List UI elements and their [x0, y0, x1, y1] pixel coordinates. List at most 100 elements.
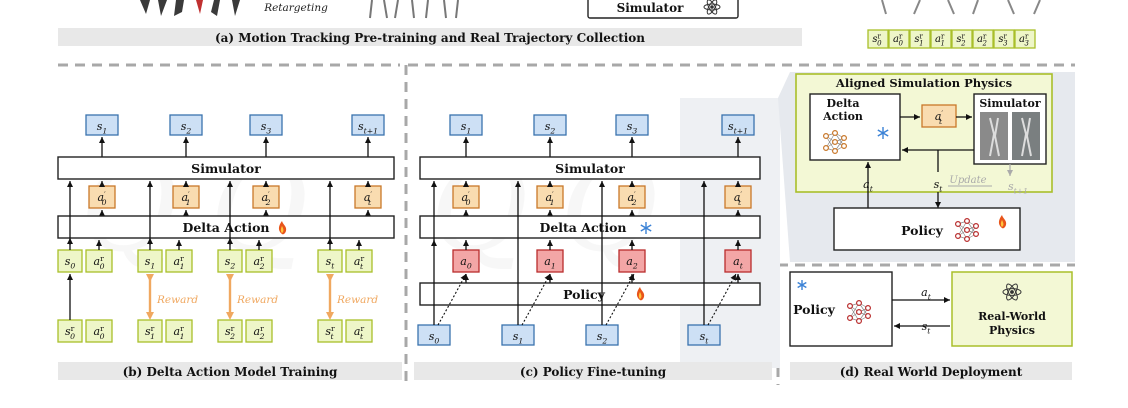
c-state-label-bottom: s2: [597, 330, 608, 345]
reward-label: Reward: [236, 294, 278, 306]
aligned-aprime-label: a′t: [935, 109, 944, 126]
caption-a: (a) Motion Tracking Pre-training and Rea…: [215, 31, 645, 45]
real-world-line1: Real-World: [978, 310, 1046, 323]
aligned-flame-icon: [998, 215, 1007, 229]
aligned-at-label: at: [863, 178, 874, 193]
c-state-to-action-dotted: [521, 273, 551, 326]
state-box-top: [249, 114, 283, 136]
c-state-label-top: s3: [627, 120, 638, 135]
simulator-label-b: Simulator: [191, 161, 261, 176]
deploy-st-label: st: [922, 320, 932, 335]
c-state-label-top: s1: [461, 120, 472, 135]
c-state-to-action-dotted: [707, 273, 737, 326]
delta-action-label-b: Delta Action: [182, 220, 269, 235]
real-world-atom-icon: [1002, 283, 1022, 301]
real-state-box: [317, 319, 343, 343]
sim-state-label: st: [326, 255, 336, 270]
caption-c-bar: [414, 362, 772, 380]
retargeting-label: Retargeting: [263, 2, 328, 14]
aligned-snext-label: st+1: [1008, 180, 1028, 195]
c-action-prime-label: a′2: [627, 190, 636, 207]
simulator-label-c: Simulator: [555, 161, 625, 176]
aligned-snowflake-icon: [877, 127, 889, 139]
policy-label-c: Policy: [563, 287, 606, 302]
deploy-policy-label: Policy: [793, 302, 836, 317]
delta-action-bar-c: [419, 215, 761, 239]
c-state-label-bottom: st: [700, 330, 710, 345]
caption-d-bar: [790, 362, 1072, 380]
real-pair-action-box: [165, 319, 193, 343]
c-state-box-top: [615, 114, 649, 136]
update-label: Update: [949, 175, 986, 186]
c-state-label-top: st+1: [728, 120, 748, 135]
caption-b-bar: [58, 362, 402, 380]
deploy-at-label: at: [921, 286, 932, 301]
c-action-label: a0: [460, 255, 472, 270]
sim-state-label: s2: [225, 255, 236, 270]
c-state-to-action-dotted: [605, 273, 635, 326]
c-state-label-bottom: s0: [429, 330, 440, 345]
delta-action-bar-b: [57, 215, 395, 239]
real-world-line2: Physics: [989, 324, 1035, 337]
human-figures-image: [140, 0, 240, 16]
action-prime-label: a′2: [261, 190, 270, 207]
deploy-net-icon: [846, 300, 872, 325]
c-state-label-top: s2: [545, 120, 556, 135]
c-state-box-top: [449, 114, 483, 136]
simulator-label-top: Simulator: [617, 1, 685, 15]
caption-d: (d) Real World Deployment: [840, 365, 1023, 379]
real-token-box: [972, 29, 994, 49]
flame-icon: [278, 221, 287, 235]
real-pair-action-box: [345, 319, 373, 343]
c-action-prime-label: a′t: [734, 190, 743, 207]
aligned-st-label: st: [934, 178, 944, 193]
deploy-policy-box: [789, 271, 893, 347]
aligned-policy-label: Policy: [901, 223, 944, 238]
aligned-sim-label: Simulator: [979, 97, 1040, 110]
action-prime-label: a′0: [97, 190, 106, 207]
c-action-label: a2: [626, 255, 638, 270]
c-state-box-top: [533, 114, 567, 136]
state-label-top: s2: [181, 120, 192, 135]
c-state-box-top: [721, 114, 755, 136]
aligned-policy-box: [833, 207, 1021, 251]
real-token-box: [993, 29, 1015, 49]
action-prime-label: a′1: [181, 190, 190, 207]
simulator-box-top: [587, 0, 739, 19]
policy-bar-c: [419, 282, 761, 306]
aligned-delta-line1: Delta: [827, 97, 860, 110]
sim-state-label: s0: [65, 255, 76, 270]
state-box-top: [85, 114, 119, 136]
caption-c: (c) Policy Fine-tuning: [520, 365, 667, 379]
aligned-aprime-box: [921, 104, 957, 128]
simulator-bar-b: [57, 156, 395, 180]
c-action-prime-label: a′1: [545, 190, 554, 207]
real-token-box: [867, 29, 889, 49]
reward-label: Reward: [336, 294, 378, 306]
state-label-top: s1: [97, 120, 108, 135]
c-state-label-bottom: s1: [513, 330, 524, 345]
real-token-box: [1014, 29, 1036, 49]
caption-b: (b) Delta Action Model Training: [123, 365, 338, 379]
real-state-box: [217, 319, 243, 343]
